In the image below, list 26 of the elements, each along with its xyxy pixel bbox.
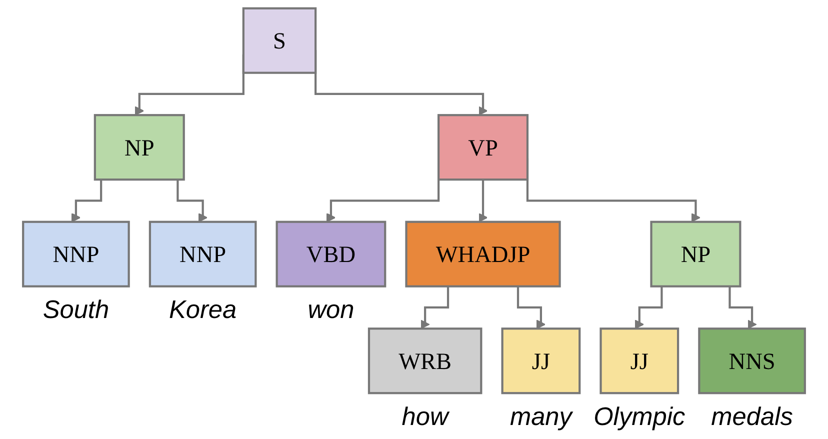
node-box: NNP: [22, 220, 130, 288]
arrow: [728, 286, 757, 330]
node-box: VP: [438, 114, 529, 181]
node-box: NNS: [698, 328, 806, 394]
word-label: many: [510, 402, 572, 431]
node-box: NP: [94, 114, 185, 181]
word-label: South: [42, 296, 110, 324]
node-box: S: [242, 7, 317, 74]
arrow: [478, 180, 488, 222]
node-box: JJ: [501, 328, 581, 394]
arrow: [634, 286, 663, 330]
arrow: [516, 286, 546, 330]
node-box: NNP: [148, 220, 257, 288]
word-label: medals: [711, 402, 793, 431]
arrow: [176, 180, 208, 222]
word-label: Olympic: [594, 402, 686, 431]
arrow: [420, 286, 450, 330]
word-label: won: [308, 296, 354, 324]
arrow: [71, 180, 102, 222]
word-label: how: [402, 402, 448, 431]
node-box: WRB: [368, 328, 482, 394]
node-box: JJ: [600, 328, 680, 394]
node-box: NP: [650, 220, 742, 288]
node-box: VBD: [276, 220, 386, 288]
node-box: WHADJP: [405, 220, 561, 288]
word-label: Korea: [168, 296, 237, 324]
